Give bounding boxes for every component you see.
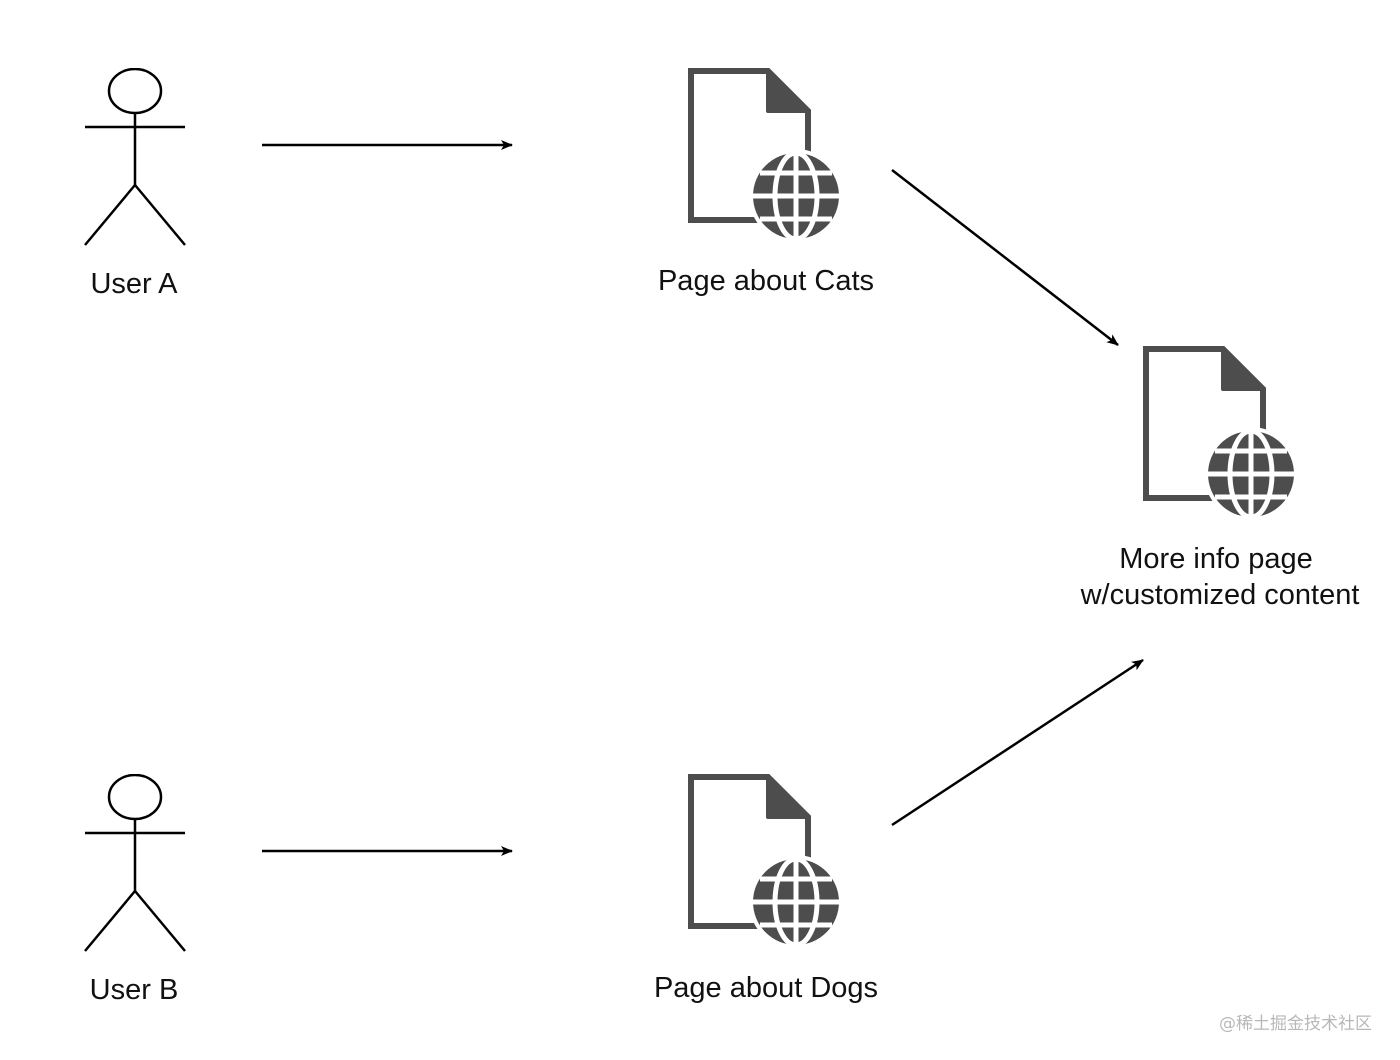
page-label-line1: More info page xyxy=(1119,543,1312,575)
actor-user-b: User B xyxy=(83,774,187,1006)
arrow-cats-to-more-info xyxy=(891,169,1119,346)
page-cats: Page about Cats xyxy=(658,71,874,297)
web-page-icon xyxy=(691,71,843,243)
arrow-dogs-to-more-info xyxy=(891,658,1144,827)
web-page-icon xyxy=(691,777,843,949)
web-page-icon xyxy=(1146,349,1298,521)
actor-user-a: User A xyxy=(83,68,187,300)
page-label-line2: w/customized content xyxy=(1080,579,1360,611)
page-label: Page about Dogs xyxy=(654,972,878,1004)
page-more-info: More info page w/customized content xyxy=(1080,349,1360,611)
page-label: Page about Cats xyxy=(658,265,874,297)
watermark-text: @稀土掘金技术社区 xyxy=(1219,1014,1372,1034)
stick-figure-icon xyxy=(83,774,187,953)
page-dogs: Page about Dogs xyxy=(654,777,878,1004)
actor-label: User A xyxy=(90,268,178,300)
actor-label: User B xyxy=(90,974,179,1006)
stick-figure-icon xyxy=(83,68,187,247)
